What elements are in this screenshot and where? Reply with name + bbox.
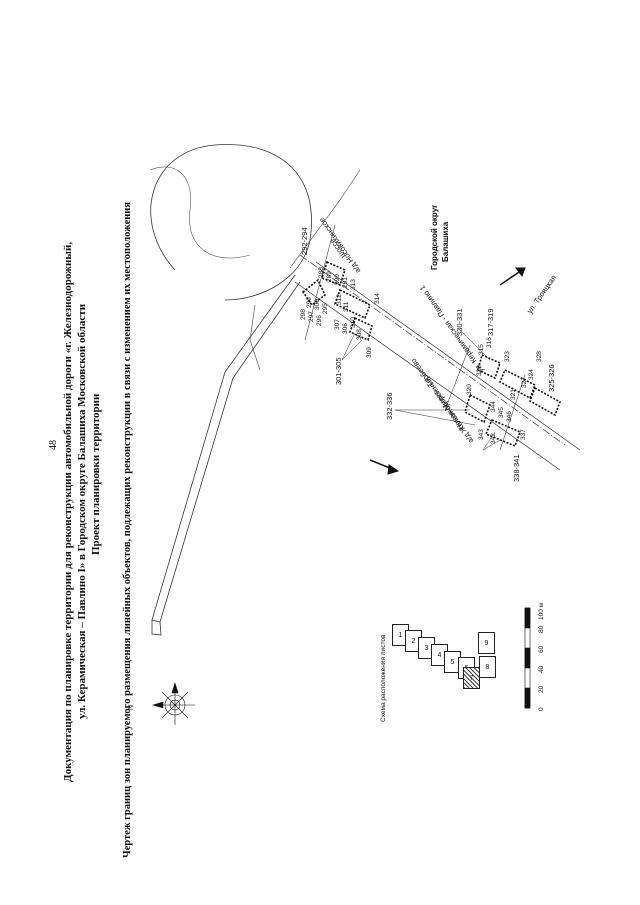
label-342: 342 <box>490 433 497 444</box>
label-290: 290 <box>334 274 341 285</box>
label-288: 288 <box>318 267 325 278</box>
label-307: 307 <box>334 319 341 330</box>
district-line-1: Городской округ <box>430 204 439 271</box>
label-300: 300 <box>314 299 321 310</box>
direction-arrow-zhd <box>369 459 400 475</box>
label-291: 291 <box>342 277 349 288</box>
label-343: 343 <box>478 429 485 440</box>
cross-road-3 <box>499 374 526 451</box>
north-arrow-icon <box>151 681 195 725</box>
label-309: 309 <box>366 347 373 358</box>
object-group-1 <box>301 260 372 320</box>
label-289: 289 <box>326 271 333 282</box>
scale-tick-100: 100 м <box>538 602 545 620</box>
label-317-319: 317-319 <box>486 308 495 336</box>
label-298: 298 <box>300 309 307 320</box>
label-323: 323 <box>504 351 511 362</box>
scale-tick-80: 80 <box>538 625 545 633</box>
object-group-2 <box>348 316 561 448</box>
sheet-scheme-title: Схема расположения листов <box>380 634 387 722</box>
scale-tick-0: 0 <box>538 707 545 711</box>
main-axis <box>299 254 566 446</box>
sheet-8[interactable]: 8 <box>479 656 496 678</box>
district-line-2: Балашиха <box>441 221 450 262</box>
direction-arrow-troitskaya <box>499 267 526 286</box>
label-312: 312 <box>336 294 343 305</box>
label-295: 295 <box>322 303 329 314</box>
sheet-9[interactable]: 9 <box>478 632 495 654</box>
label-313: 313 <box>350 279 357 290</box>
label-320: 320 <box>466 384 473 395</box>
road-edge-2 <box>315 261 581 451</box>
label-337: 337 <box>520 429 527 440</box>
scale-tick-20: 20 <box>538 685 545 693</box>
label-299: 299 <box>306 297 313 308</box>
label-346: 346 <box>506 411 513 422</box>
label-315: 315 <box>478 344 485 355</box>
label-344: 344 <box>490 401 497 412</box>
label-306: 306 <box>342 323 349 334</box>
label-332-336: 332-336 <box>385 392 394 420</box>
label-325-326: 325-326 <box>547 364 556 392</box>
label-324: 324 <box>528 369 535 380</box>
sheet-7-current[interactable]: 7 <box>463 667 480 689</box>
label-310: 310 <box>350 317 357 328</box>
scale-tick-60: 60 <box>538 645 545 653</box>
label-330-331: 330-331 <box>455 308 464 336</box>
label-316: 316 <box>486 337 493 348</box>
road-long-end <box>151 619 162 636</box>
label-322: 322 <box>476 365 483 376</box>
leader-lines <box>341 329 501 451</box>
label-296: 296 <box>316 315 323 326</box>
label-321: 321 <box>510 389 517 400</box>
label-345: 345 <box>498 407 505 418</box>
road-top-spur <box>289 169 361 269</box>
label-292-294: 292-294 <box>300 227 309 255</box>
north-label: N <box>128 704 135 710</box>
cross-road-2 <box>444 344 471 411</box>
scale-tick-40: 40 <box>538 665 545 673</box>
label-314: 314 <box>374 293 381 304</box>
label-301-305: 301-305 <box>334 357 343 385</box>
label-338-341: 338-341 <box>512 454 521 482</box>
scale-bar <box>524 607 531 709</box>
circle-inner-road <box>149 166 251 259</box>
label-311: 311 <box>343 301 350 312</box>
road-edge-1 <box>294 281 561 471</box>
road-long-inner <box>159 281 301 623</box>
label-327: 327 <box>521 377 528 388</box>
label-297: 297 <box>308 311 315 322</box>
label-308: 308 <box>356 329 363 340</box>
circle-boundary <box>150 144 312 301</box>
road-side <box>249 304 261 371</box>
road-long-outer <box>151 274 296 621</box>
label-328: 328 <box>536 351 543 362</box>
